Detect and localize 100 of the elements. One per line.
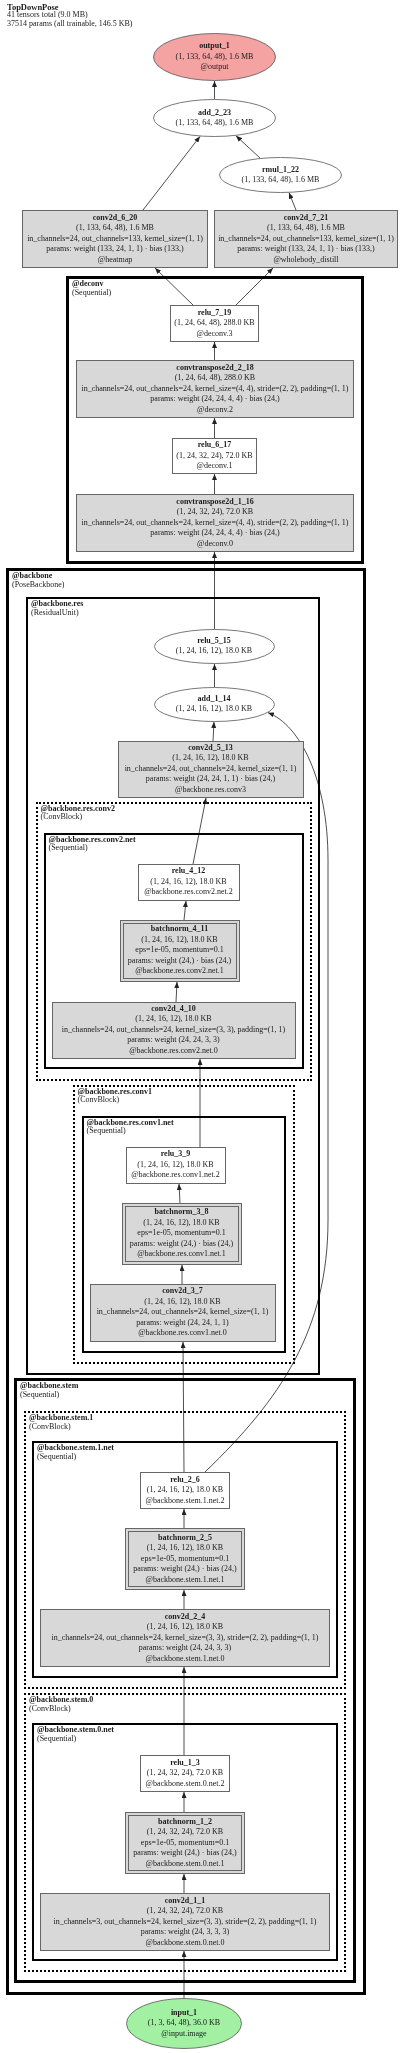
- layer-box: [125, 1146, 226, 1184]
- layer-details: @backbone.res.conv2.net.1: [135, 966, 224, 977]
- layer-details: in_channels=24, out_channels=24, kernel_size=(4, 4), stride=(2, 2), padding=(1, 1): [81, 517, 349, 529]
- layer-details: (1, 24, 32, 24), 72.0 KB: [176, 450, 253, 462]
- module-frame: [24, 1411, 346, 1689]
- module-frame: [24, 1693, 346, 1972]
- layer-name: convtranspose2d_1_16: [176, 496, 254, 508]
- layer-name: conv2d_2_4: [164, 1611, 206, 1623]
- module-class: (ConvBlock): [29, 1422, 71, 1431]
- layer-box: [140, 1755, 230, 1792]
- layer-details: params: weight (24, 24, 3, 3): [138, 1643, 232, 1654]
- module-name: @backbone.stem.1: [29, 1414, 94, 1422]
- module-class: (Sequential): [86, 1127, 126, 1136]
- layer-details: (1, 24, 16, 12), 18.0 KB: [172, 753, 249, 764]
- layer-details: (1, 24, 16, 12), 18.0 KB: [143, 1217, 220, 1229]
- layer-details: @heatmap: [97, 254, 133, 266]
- layer-details: params: weight (24,) · bias (24,): [129, 1238, 234, 1250]
- layer-details: eps=1e-05, momentum=0.1: [137, 1228, 226, 1239]
- layer-details: (1, 24, 16, 12), 18.0 KB: [175, 646, 253, 657]
- layer-details: params: weight (24, 24, 1, 1): [136, 1317, 229, 1329]
- module-name: @backbone.stem.0.net: [37, 1726, 114, 1734]
- layer-name: relu_2_6: [170, 1474, 200, 1486]
- module-class: (Sequential): [72, 288, 112, 297]
- layer-box: [40, 1609, 330, 1667]
- layer-details: (1, 24, 32, 24), 72.0 KB: [146, 1768, 224, 1779]
- module-name: @backbone.res.conv1.net: [86, 1118, 174, 1127]
- layer-name: conv2d_1_1: [164, 1895, 206, 1907]
- layer-name: batchnorm_3_8: [154, 1207, 209, 1218]
- layer-name: conv2d_7_21: [283, 212, 329, 224]
- layer-details: eps=1e-05, momentum=0.1: [140, 1553, 230, 1565]
- module-name: @backbone.res.conv2: [40, 804, 115, 813]
- layer-details: eps=1e-05, momentum=0.1: [140, 1837, 230, 1849]
- module-frame: [72, 1084, 295, 1364]
- layer-details: @deconv.2: [197, 404, 233, 416]
- summary-line: 41 tensors total (9.0 MB): [7, 11, 88, 20]
- module-frame: [26, 597, 320, 1375]
- layer-details: @backbone.stem.1.net.0: [145, 1653, 225, 1665]
- layer-details: @deconv.0: [197, 538, 233, 550]
- layer-name: add_2_23: [198, 107, 231, 118]
- layer-details: @backbone.res.conv1.net.0: [138, 1328, 227, 1339]
- layer-name: conv2d_3_7: [162, 1286, 203, 1297]
- layer-box: [76, 494, 354, 552]
- double-border-box: [121, 1202, 242, 1265]
- tensor-ellipse: [219, 157, 342, 193]
- layer-details: (1, 24, 16, 12), 18.0 KB: [135, 1014, 212, 1025]
- layer-name: add_1_14: [197, 693, 231, 704]
- layer-details: (1, 24, 16, 12), 18.0 KB: [146, 1485, 224, 1496]
- layer-name: batchnorm_4_11: [150, 924, 209, 935]
- layer-details: (1, 3, 64, 48), 36.0 KB: [147, 2018, 221, 2029]
- layer-name: batchnorm_1_2: [158, 1816, 212, 1828]
- layer-details: @backbone.res.conv2.net.2: [144, 887, 233, 898]
- layer-box: [89, 1283, 276, 1342]
- layer-details: params: weight (24, 24, 4, 4) · bias (24,): [150, 394, 280, 405]
- layer-name: relu_6_17: [197, 440, 232, 451]
- layer-details: (1, 24, 64, 48), 288.0 KB: [174, 318, 255, 329]
- tensor-ellipse: [153, 33, 276, 81]
- module-frame: [32, 1723, 338, 1961]
- layer-name: batchnorm_2_5: [158, 1532, 212, 1544]
- layer-details: (1, 24, 16, 12), 18.0 KB: [137, 1159, 214, 1171]
- tensor-ellipse: [153, 686, 275, 722]
- layer-details: params: weight (133, 24, 1, 1) · bias (133,): [237, 244, 375, 255]
- layer-details: @output: [200, 62, 229, 73]
- module-class: (Sequential): [37, 1734, 77, 1743]
- layer-box: [214, 210, 398, 268]
- module-class: (ConvBlock): [40, 813, 83, 822]
- layer-box: [137, 863, 240, 901]
- layer-details: in_channels=24, out_channels=133, kernel_size=(1, 1): [218, 233, 394, 245]
- module-frame: [6, 568, 366, 1995]
- module-name: @backbone.stem.0: [29, 1696, 94, 1704]
- layer-details: (1, 24, 16, 12), 18.0 KB: [175, 704, 253, 715]
- module-name: @backbone.stem: [20, 1382, 79, 1390]
- module-frame: [66, 276, 364, 564]
- layer-box: [172, 438, 257, 474]
- layer-details: (1, 133, 64, 48), 1.6 MB: [175, 118, 254, 129]
- layer-details: (1, 24, 16, 12), 18.0 KB: [146, 1622, 224, 1633]
- layer-details: in_channels=24, out_channels=24, kernel_size=(4, 4), stride=(2, 2), padding=(1, 1): [81, 383, 349, 395]
- layer-details: params: weight (24, 24, 1, 1) · bias (24,): [145, 774, 276, 785]
- layer-details: @backbone.stem.0.net.1: [145, 1858, 225, 1870]
- layer-details: in_channels=24, out_channels=24, kernel_size=(1, 1): [124, 763, 297, 775]
- layer-details: in_channels=3, out_channels=24, kernel_size=(3, 3), stride=(2, 2), padding=(1, 1): [53, 1916, 317, 1928]
- layer-box: [51, 1001, 296, 1059]
- layer-details: @wholebody_distill: [273, 254, 339, 266]
- layer-name: conv2d_6_20: [92, 212, 138, 224]
- layer-details: (1, 24, 16, 12), 18.0 KB: [141, 934, 218, 946]
- tensor-ellipse: [126, 1998, 242, 2049]
- layer-name: relu_5_15: [197, 635, 231, 646]
- layer-details: (1, 24, 16, 12), 18.0 KB: [150, 876, 227, 888]
- layer-name: convtranspose2d_2_18: [176, 362, 254, 374]
- layer-details: in_channels=24, out_channels=24, kernel_size=(3, 3), stride=(2, 2), padding=(1, 1): [51, 1632, 319, 1644]
- layer-box: [170, 305, 259, 342]
- layer-details: (1, 133, 64, 48), 1.6 MB: [267, 223, 345, 234]
- layer-name: rmul_1_22: [262, 164, 299, 175]
- layer-box: [76, 360, 354, 418]
- module-class: (PoseBackbone): [12, 580, 65, 589]
- module-class: (Sequential): [37, 1452, 77, 1461]
- summary-line: 37514 params (all trainable, 146.5 KB): [7, 19, 133, 28]
- layer-details: (1, 24, 64, 48), 288.0 KB: [174, 373, 256, 384]
- layer-name: output_1: [199, 41, 230, 52]
- tensor-ellipse: [153, 628, 275, 664]
- layer-name: relu_7_19: [197, 307, 232, 319]
